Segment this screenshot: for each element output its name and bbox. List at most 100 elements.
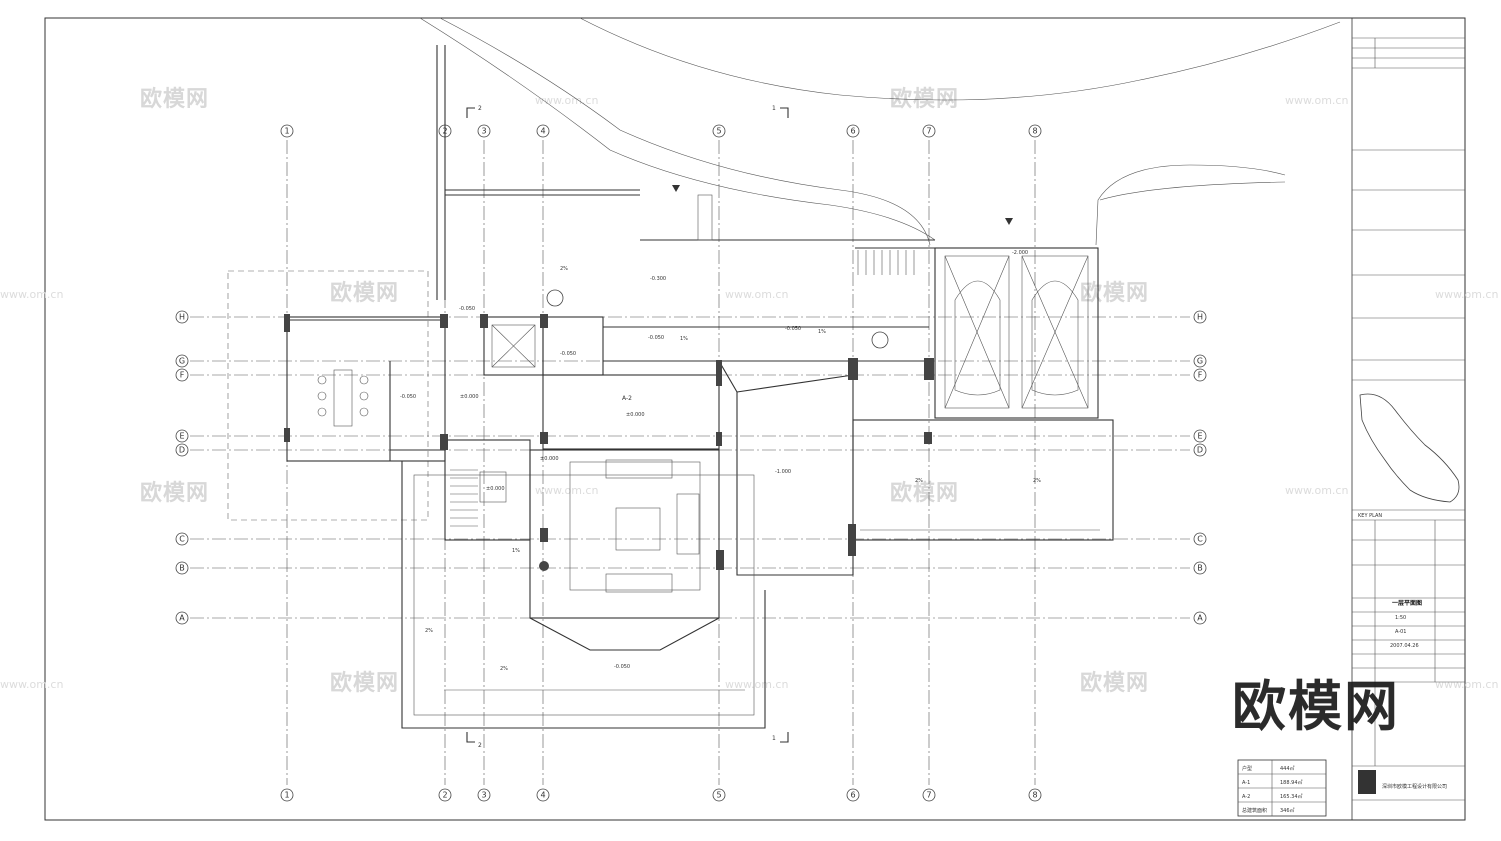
svg-text:B: B [1197,564,1203,573]
svg-text:165.34㎡: 165.34㎡ [1280,793,1303,800]
svg-text:A-2: A-2 [622,395,632,402]
grid-vertical-lines [286,140,1036,785]
svg-text:户型: 户型 [1242,765,1252,772]
grid-bubbles-right: H G F E D C B A [1193,310,1207,625]
svg-text:C: C [179,535,185,544]
section-markers: 2 1 2 1 [466,105,789,749]
svg-text:www.om.cn: www.om.cn [725,678,788,691]
svg-text:5: 5 [716,791,721,800]
svg-text:1: 1 [284,127,289,136]
svg-text:1: 1 [772,105,776,112]
svg-text:A-2: A-2 [1242,794,1250,800]
svg-text:总建筑面积: 总建筑面积 [1242,807,1267,814]
svg-text:5: 5 [716,127,721,136]
svg-text:深圳市欧模工程设计有限公司: 深圳市欧模工程设计有限公司 [1382,783,1447,790]
svg-text:±0.000: ±0.000 [540,456,559,462]
svg-text:F: F [1198,371,1203,380]
svg-text:D: D [1197,446,1203,455]
svg-text:2: 2 [442,791,447,800]
svg-text:2: 2 [478,105,482,112]
svg-text:7: 7 [926,791,931,800]
company-logo-mark [1358,770,1376,794]
svg-text:-0.050: -0.050 [459,306,475,312]
grid-horizontal-lines [190,316,1190,619]
building-walls [227,45,1114,729]
site-logo-watermark: 欧模网 [1232,675,1400,738]
svg-text:E: E [1197,432,1202,441]
svg-text:2%: 2% [1033,478,1041,484]
svg-text:-0.300: -0.300 [650,276,666,282]
svg-text:A: A [179,614,185,623]
svg-text:1: 1 [284,791,289,800]
svg-text:-0.050: -0.050 [400,394,416,400]
svg-text:±0.000: ±0.000 [626,412,645,418]
svg-text:B: B [179,564,185,573]
svg-text:1: 1 [772,735,776,742]
svg-text:A-1: A-1 [1242,780,1250,786]
svg-text:7: 7 [926,127,931,136]
svg-text:www.om.cn: www.om.cn [535,484,598,497]
svg-text:欧模网: 欧模网 [890,480,959,506]
svg-text:E: E [179,432,184,441]
svg-text:F: F [180,371,185,380]
svg-text:www.om.cn: www.om.cn [1285,484,1348,497]
svg-text:188.94㎡: 188.94㎡ [1280,779,1303,786]
watermarks: 欧模网 欧模网 欧模网 欧模网 欧模网 欧模网 欧模网 欧模网 www.om.c… [0,86,1498,696]
svg-text:6: 6 [850,127,855,136]
svg-text:欧模网: 欧模网 [330,280,399,306]
svg-text:2%: 2% [915,478,923,484]
svg-text:www.om.cn: www.om.cn [535,94,598,107]
elevation-labels: -0.050 -0.300 -0.050 -0.050 ±0.000 ±0.00… [400,185,1041,672]
svg-text:KEY PLAN: KEY PLAN [1358,513,1382,519]
title-block: KEY PLAN 一层平面图 1:50 A-01 2007.04.26 深圳市欧… [1352,37,1465,801]
svg-text:H: H [1197,313,1203,322]
structural-columns [284,314,934,571]
svg-text:欧模网: 欧模网 [140,480,209,506]
svg-text:6: 6 [850,791,855,800]
svg-text:8: 8 [1032,791,1037,800]
key-plan-map [1359,393,1460,503]
svg-text:欧模网: 欧模网 [1080,280,1149,306]
svg-text:1%: 1% [680,336,688,342]
svg-text:H: H [179,313,185,322]
svg-text:444㎡: 444㎡ [1280,765,1295,772]
svg-text:2: 2 [478,742,482,749]
grid-bubbles-top: 1 2 3 4 5 6 7 8 [280,124,1042,138]
svg-text:-0.050: -0.050 [614,664,630,670]
svg-text:D: D [179,446,185,455]
svg-text:www.om.cn: www.om.cn [1435,678,1498,691]
svg-text:C: C [1197,535,1203,544]
svg-text:A: A [1197,614,1203,623]
svg-text:1%: 1% [512,548,520,554]
svg-text:3: 3 [481,127,486,136]
svg-text:3: 3 [481,791,486,800]
svg-text:www.om.cn: www.om.cn [0,678,63,691]
title-block-frame [1351,17,1466,821]
grid-bubbles-left: H G F E D C B A [175,310,189,625]
svg-text:-0.050: -0.050 [785,326,801,332]
svg-text:A-01: A-01 [1395,629,1406,635]
svg-text:一层平面图: 一层平面图 [1392,599,1422,607]
svg-text:-1.000: -1.000 [775,469,791,475]
svg-text:www.om.cn: www.om.cn [1435,288,1498,301]
svg-text:-2.000: -2.000 [1012,250,1028,256]
svg-text:www.om.cn: www.om.cn [0,288,63,301]
svg-text:±0.000: ±0.000 [486,486,505,492]
svg-text:2%: 2% [500,666,508,672]
svg-text:欧模网: 欧模网 [1080,670,1149,696]
svg-text:±0.000: ±0.000 [460,394,479,400]
svg-text:-0.050: -0.050 [560,351,576,357]
svg-text:www.om.cn: www.om.cn [1285,94,1348,107]
svg-text:欧模网: 欧模网 [140,86,209,112]
svg-text:4: 4 [540,127,545,136]
svg-text:-0.050: -0.050 [648,335,664,341]
svg-text:1:50: 1:50 [1395,615,1406,621]
svg-text:8: 8 [1032,127,1037,136]
svg-text:G: G [179,357,185,366]
svg-text:G: G [1197,357,1203,366]
svg-text:346㎡: 346㎡ [1280,807,1295,814]
svg-text:2%: 2% [425,628,433,634]
grid-bubbles-bottom: 1 2 3 4 5 6 7 8 [280,788,1042,802]
svg-text:1%: 1% [818,329,826,335]
